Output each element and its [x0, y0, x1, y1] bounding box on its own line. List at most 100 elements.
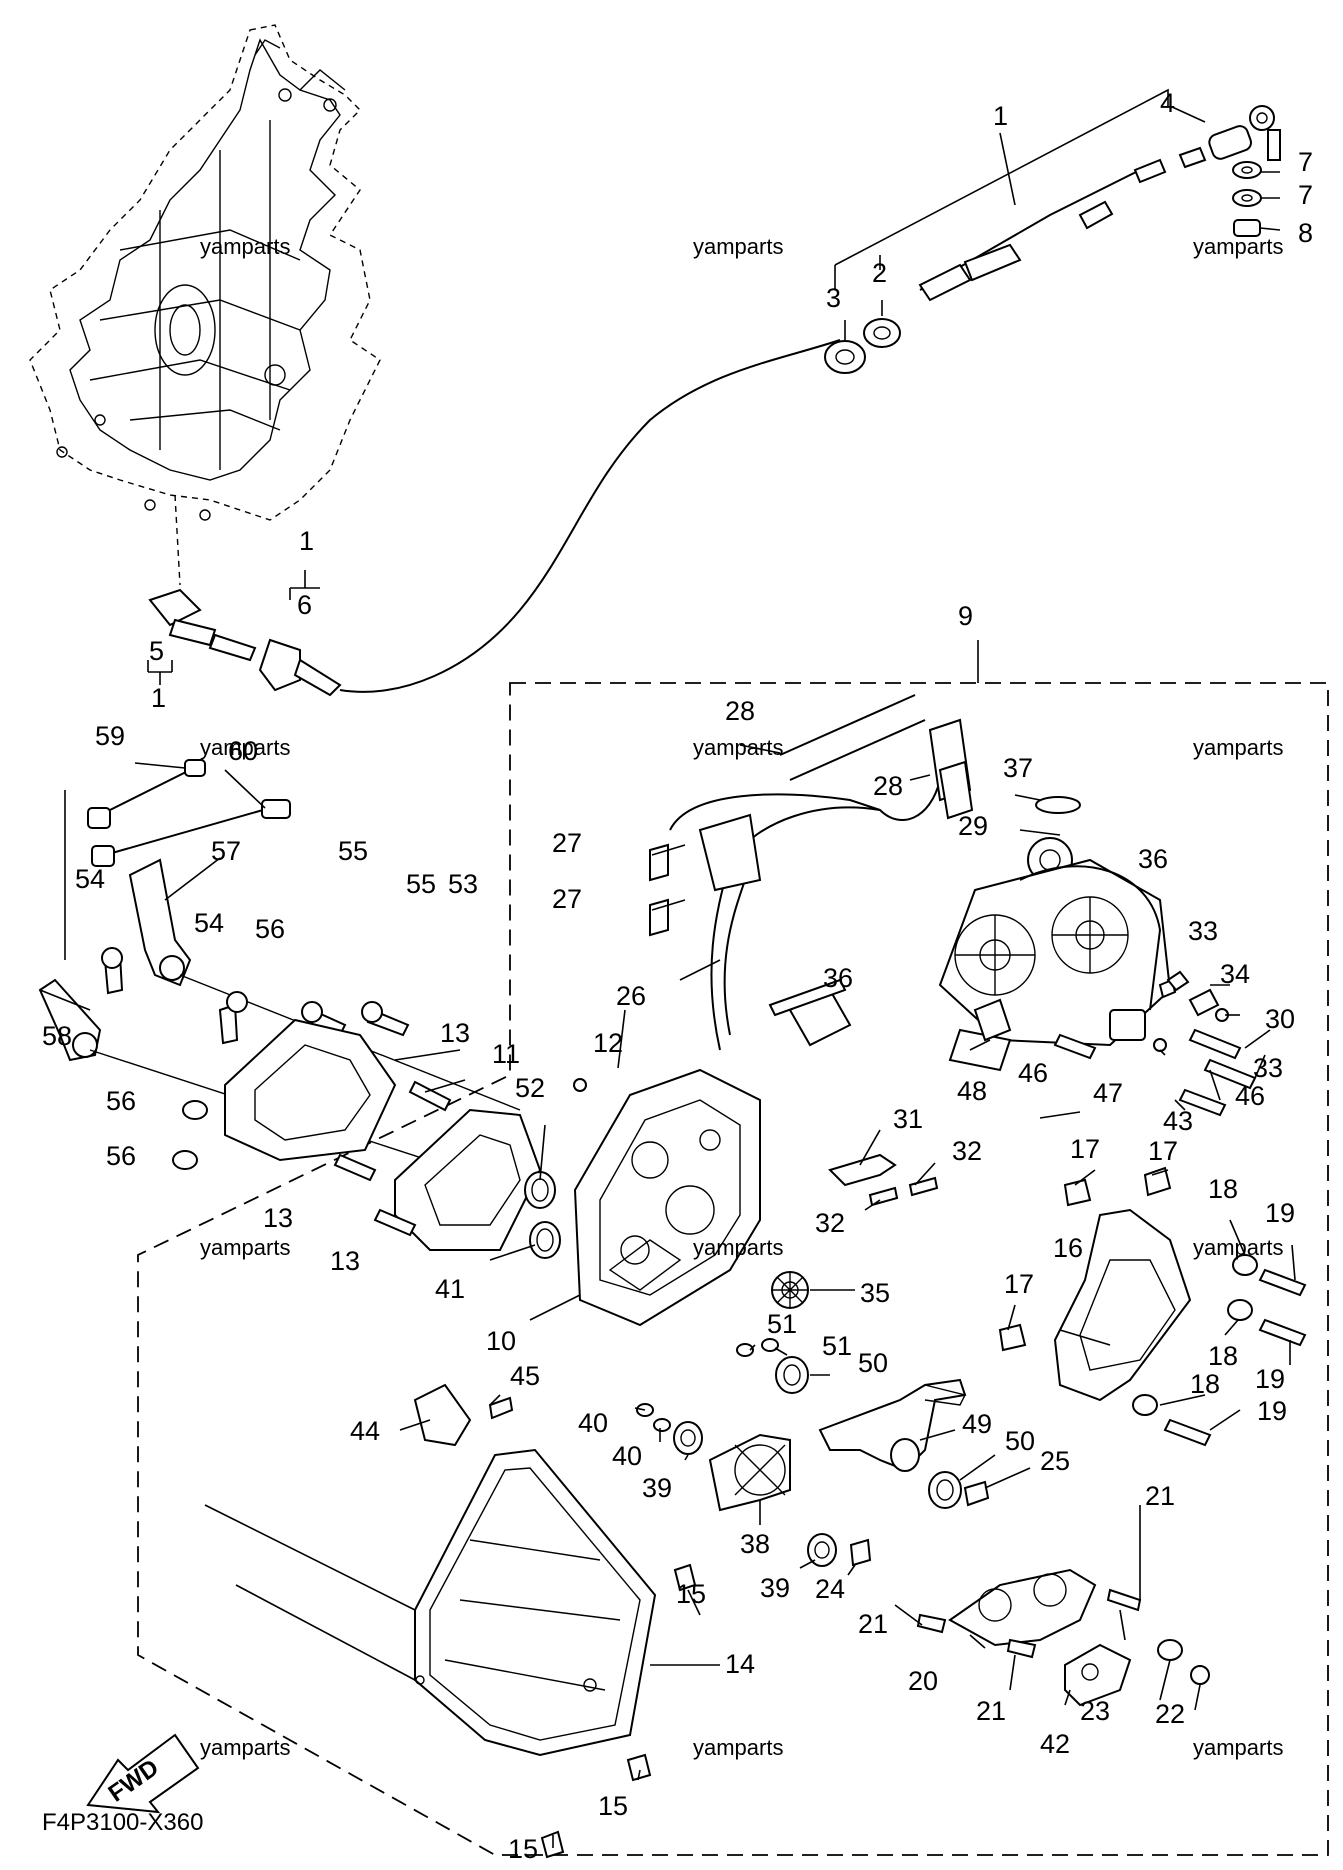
callout-37: 37 — [1003, 753, 1033, 783]
housing-10 — [573, 1068, 761, 1327]
callout-47: 47 — [1093, 1078, 1123, 1108]
engine-bracket-drawing — [29, 24, 381, 586]
callout-43: 43 — [1163, 1106, 1193, 1136]
callout-32a: 32 — [952, 1136, 982, 1166]
callout-49: 49 — [962, 1409, 992, 1439]
callout-5: 5 — [149, 636, 164, 666]
watermark-10: yamparts — [200, 1735, 290, 1760]
callout-15b: 15 — [598, 1791, 628, 1821]
callout-14: 14 — [725, 1649, 755, 1679]
callout-13c: 13 — [330, 1246, 360, 1276]
callout-42: 42 — [1040, 1729, 1070, 1759]
watermark-5: yamparts — [693, 735, 783, 760]
watermark-9: yamparts — [1193, 1235, 1283, 1260]
callout-34: 34 — [1220, 959, 1250, 989]
callout-44: 44 — [350, 1416, 380, 1446]
gaskets-53-11 — [224, 1018, 542, 1251]
callout-16: 16 — [1053, 1233, 1083, 1263]
callout-2: 2 — [872, 258, 887, 288]
cable-end-5-6 — [148, 588, 342, 697]
callout-15c: 15 — [508, 1834, 538, 1864]
callout-21a: 21 — [1145, 1481, 1175, 1511]
callout-3: 3 — [826, 283, 841, 313]
callout-17b: 17 — [1148, 1136, 1178, 1166]
callout-48: 48 — [957, 1076, 987, 1106]
callout-56c: 56 — [106, 1141, 136, 1171]
o-ring-37 — [1035, 796, 1081, 814]
plate-16 — [998, 1166, 1307, 1447]
callout-50b: 50 — [1005, 1426, 1035, 1456]
bracket-31 — [828, 1153, 939, 1207]
callout-10: 10 — [486, 1326, 516, 1356]
gear-35 — [771, 1271, 809, 1309]
callout-39a: 39 — [642, 1473, 672, 1503]
callout-8: 8 — [1298, 218, 1313, 248]
callout-38: 38 — [740, 1529, 770, 1559]
callout-32b: 32 — [815, 1208, 845, 1238]
watermarks: yamparts yamparts yamparts yamparts yamp… — [200, 234, 1283, 1760]
callout-28a: 28 — [725, 696, 755, 726]
callout-57: 57 — [211, 836, 241, 866]
callout-40a: 40 — [578, 1408, 608, 1438]
callout-46b: 46 — [1235, 1081, 1265, 1111]
callout-15a: 15 — [676, 1579, 706, 1609]
callout-7b: 7 — [1298, 180, 1313, 210]
callout-31: 31 — [893, 1104, 923, 1134]
watermark-7: yamparts — [200, 1235, 290, 1260]
callout-19c: 19 — [1257, 1396, 1287, 1426]
watermark-11: yamparts — [693, 1735, 783, 1760]
callout-22: 22 — [1155, 1699, 1185, 1729]
watermark-3: yamparts — [1193, 234, 1283, 259]
callout-59: 59 — [95, 721, 125, 751]
fwd-arrow-icon: FWD — [86, 1733, 200, 1814]
callout-1c: 1 — [151, 683, 166, 713]
watermark-2: yamparts — [693, 234, 783, 259]
callout-1b: 1 — [299, 526, 314, 556]
callout-46a: 46 — [1018, 1058, 1048, 1088]
callout-39b: 39 — [760, 1573, 790, 1603]
callout-17a: 17 — [1070, 1134, 1100, 1164]
lever-plate-group — [849, 1480, 1210, 1707]
callout-24: 24 — [815, 1574, 845, 1604]
callout-13a: 13 — [440, 1018, 470, 1048]
bolt-12 — [573, 1078, 587, 1092]
callout-13b: 13 — [263, 1203, 293, 1233]
callout-51a: 51 — [767, 1309, 797, 1339]
watermark-1: yamparts — [200, 234, 290, 259]
callout-4: 4 — [1160, 88, 1175, 118]
callout-12: 12 — [593, 1028, 623, 1058]
callout-18b: 18 — [1208, 1341, 1238, 1371]
callout-21b: 21 — [858, 1609, 888, 1639]
seal-41 — [529, 1221, 561, 1259]
cable-tie-36 — [768, 978, 847, 1017]
callout-56b: 56 — [106, 1086, 136, 1116]
watermark-12: yamparts — [1193, 1735, 1283, 1760]
callout-9: 9 — [958, 601, 973, 631]
actuator-assembly — [938, 858, 1257, 1117]
callout-17c: 17 — [1004, 1269, 1034, 1299]
washers-7-8 — [1232, 161, 1262, 237]
throttle-cable — [339, 105, 1281, 693]
callout-50a: 50 — [858, 1348, 888, 1378]
callout-18a: 18 — [1208, 1174, 1238, 1204]
callout-52: 52 — [515, 1073, 545, 1103]
callout-25: 25 — [1040, 1446, 1070, 1476]
watermark-4: yamparts — [200, 735, 290, 760]
callout-41: 41 — [435, 1274, 465, 1304]
callout-33a: 33 — [1188, 916, 1218, 946]
callout-54a: 54 — [75, 864, 105, 894]
leader-lines — [39, 88, 1296, 1848]
callout-40b: 40 — [612, 1441, 642, 1471]
callout-58: 58 — [42, 1021, 72, 1051]
callout-45: 45 — [510, 1361, 540, 1391]
callout-18c: 18 — [1190, 1369, 1220, 1399]
callout-21c: 21 — [976, 1696, 1006, 1726]
callout-55b: 55 — [406, 869, 436, 899]
callout-30: 30 — [1265, 1004, 1295, 1034]
callout-26: 26 — [616, 981, 646, 1011]
callout-6: 6 — [297, 590, 312, 620]
callout-20: 20 — [908, 1666, 938, 1696]
cover-14 — [414, 1448, 697, 1859]
nut-washer-2-3 — [824, 318, 901, 374]
